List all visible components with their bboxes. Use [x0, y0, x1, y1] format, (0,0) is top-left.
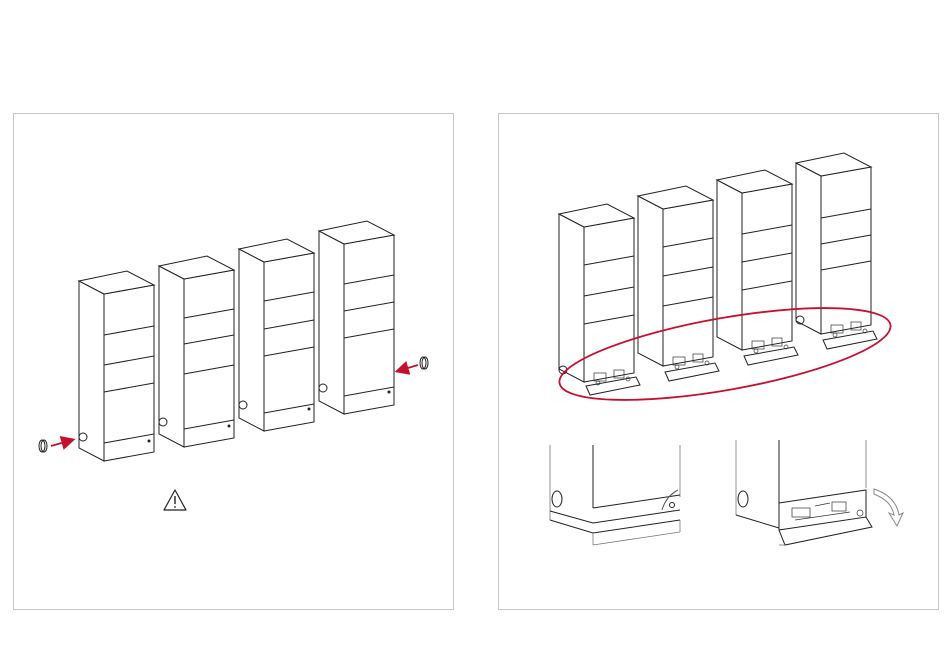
detail-open-cover	[736, 440, 903, 545]
cabinet-r2	[638, 186, 719, 381]
cap-left	[39, 440, 47, 452]
warning-icon	[164, 490, 186, 510]
cabinet-r4	[796, 153, 877, 349]
cabinet-r3	[717, 170, 798, 365]
cabinet-4	[319, 221, 394, 414]
arrow-insert-left	[51, 440, 72, 446]
cabinet-1	[79, 271, 154, 461]
cabinet-3	[239, 239, 314, 431]
detail-closed-cover	[550, 445, 680, 545]
cabinet-2	[159, 256, 234, 447]
cap-right	[420, 357, 428, 369]
arrow-insert-right	[398, 365, 418, 371]
rotate-down-arrow	[874, 489, 903, 526]
